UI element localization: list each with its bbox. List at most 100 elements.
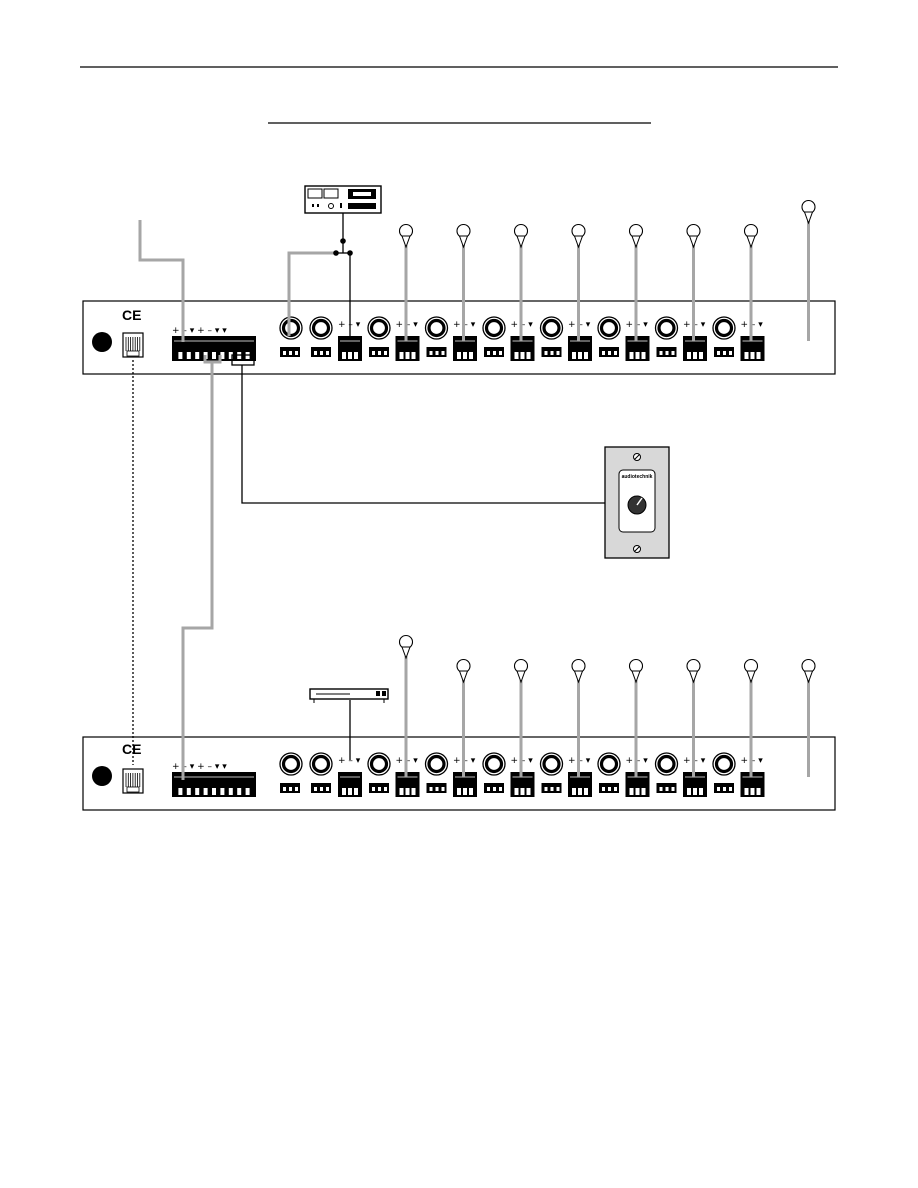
xlr-jack-ring bbox=[281, 754, 301, 774]
terminal-screw bbox=[520, 788, 525, 795]
polarity-symbols: + – ▾ + – ▾ ▾ bbox=[172, 326, 227, 336]
mic-handle bbox=[631, 670, 641, 684]
mic-handle bbox=[401, 646, 411, 660]
terminal-screw bbox=[220, 352, 225, 359]
terminal-screw bbox=[237, 788, 242, 795]
terminal-screw bbox=[348, 788, 352, 795]
slave-mixer-unit: CE + – ▾ + – ▾ ▾ + – ▾+ – ▾+ – ▾+ – ▾+ –… bbox=[82, 736, 836, 811]
terminal-screw bbox=[195, 788, 200, 795]
mic-handle bbox=[573, 670, 584, 684]
terminal-screw bbox=[469, 788, 473, 795]
terminal-screw bbox=[635, 788, 640, 795]
terminal-screw bbox=[348, 352, 352, 359]
xlr-jack[interactable] bbox=[539, 316, 564, 340]
output-terminal bbox=[714, 783, 734, 793]
mic-handle bbox=[401, 235, 411, 249]
mic-handle bbox=[803, 211, 814, 225]
wall-volume-control: audiotechnik bbox=[604, 446, 670, 559]
xlr-jack[interactable] bbox=[482, 752, 506, 776]
xlr-jack[interactable] bbox=[309, 316, 333, 340]
terminal-screw bbox=[526, 352, 531, 359]
xlr-jack[interactable] bbox=[279, 316, 303, 340]
output-terminal bbox=[541, 783, 562, 793]
xlr-jack[interactable] bbox=[712, 316, 736, 340]
vu-meter-left bbox=[307, 188, 323, 199]
terminal-screw bbox=[186, 352, 191, 359]
terminal-screw bbox=[186, 788, 191, 795]
terminal-screw bbox=[399, 788, 404, 795]
master-power-led bbox=[92, 332, 112, 352]
output-terminal bbox=[484, 783, 504, 793]
slave-rj45-jack bbox=[122, 768, 144, 794]
terminal-screw bbox=[699, 352, 703, 359]
terminal-screw bbox=[756, 788, 761, 795]
xlr-jack-ring bbox=[484, 318, 504, 338]
microphone bbox=[513, 223, 529, 341]
terminal-screw bbox=[572, 788, 576, 795]
terminal-screw bbox=[641, 352, 646, 359]
terminal-screw bbox=[687, 788, 691, 795]
master-rj45-jack bbox=[122, 332, 144, 358]
slave-microphones bbox=[398, 634, 816, 777]
slave-power-led bbox=[92, 766, 112, 786]
xlr-jack[interactable] bbox=[367, 316, 391, 340]
cassette-window bbox=[353, 192, 371, 196]
xlr-jack[interactable] bbox=[654, 316, 679, 340]
master-control-terminal-block: + – ▾ + – ▾ ▾ bbox=[172, 326, 256, 361]
output-terminal bbox=[280, 783, 300, 793]
terminal-screw bbox=[203, 788, 208, 795]
control-terminal bbox=[172, 336, 256, 361]
microphone bbox=[456, 658, 471, 777]
xlr-jack[interactable] bbox=[539, 752, 564, 776]
terminal-screw bbox=[354, 788, 358, 795]
xlr-jack[interactable] bbox=[279, 752, 303, 776]
terminal-screw bbox=[699, 788, 703, 795]
terminal-screw bbox=[514, 352, 519, 359]
xlr-jack[interactable] bbox=[597, 752, 621, 776]
terminal-screw bbox=[756, 352, 761, 359]
junction-dot bbox=[347, 250, 353, 256]
output-terminal bbox=[369, 783, 389, 793]
terminal-screw bbox=[750, 788, 755, 795]
terminal-screw bbox=[578, 352, 582, 359]
terminal-screw bbox=[405, 352, 410, 359]
output-terminal bbox=[369, 347, 389, 357]
master-mixer-unit: CE + – ▾ + – ▾ ▾ + – ▾+ – ▾+ – ▾+ – ▾+ –… bbox=[82, 300, 836, 375]
xlr-jack-ring bbox=[281, 318, 301, 338]
xlr-jack[interactable] bbox=[367, 752, 391, 776]
transport-buttons bbox=[348, 203, 376, 209]
output-terminal bbox=[311, 347, 331, 357]
polarity-symbols: + – ▾ + – ▾ ▾ bbox=[172, 762, 227, 772]
mic-handle bbox=[803, 670, 814, 684]
xlr-jack[interactable] bbox=[424, 316, 449, 340]
microphone bbox=[743, 223, 759, 341]
terminal-screw bbox=[629, 788, 634, 795]
xlr-jack[interactable] bbox=[482, 316, 506, 340]
xlr-jack-ring bbox=[427, 754, 446, 774]
xlr-jack[interactable] bbox=[424, 752, 449, 776]
xlr-jack[interactable] bbox=[654, 752, 679, 776]
output-terminal bbox=[599, 347, 619, 357]
microphone bbox=[571, 658, 586, 777]
cassette-cable bbox=[287, 251, 336, 336]
output-terminal bbox=[656, 347, 677, 357]
mic-handle bbox=[688, 235, 699, 249]
xlr-jack[interactable] bbox=[712, 752, 736, 776]
xlr-jack[interactable] bbox=[309, 752, 333, 776]
terminal-screw bbox=[584, 788, 588, 795]
xlr-jack-ring bbox=[657, 318, 676, 338]
terminal-screw bbox=[463, 352, 467, 359]
xlr-jack[interactable] bbox=[597, 316, 621, 340]
terminal-screw bbox=[744, 788, 749, 795]
xlr-jack-ring bbox=[369, 754, 389, 774]
slave-ce-mark: CE bbox=[122, 741, 141, 757]
mic-handle bbox=[746, 670, 756, 684]
terminal-screw bbox=[212, 788, 216, 795]
master-input-cable bbox=[138, 220, 185, 342]
mic-handle bbox=[458, 670, 469, 684]
terminal-screw bbox=[354, 352, 358, 359]
polarity-symbols: + – ▾ bbox=[338, 756, 361, 766]
terminal-screw bbox=[635, 352, 640, 359]
terminal-screw bbox=[178, 788, 183, 795]
